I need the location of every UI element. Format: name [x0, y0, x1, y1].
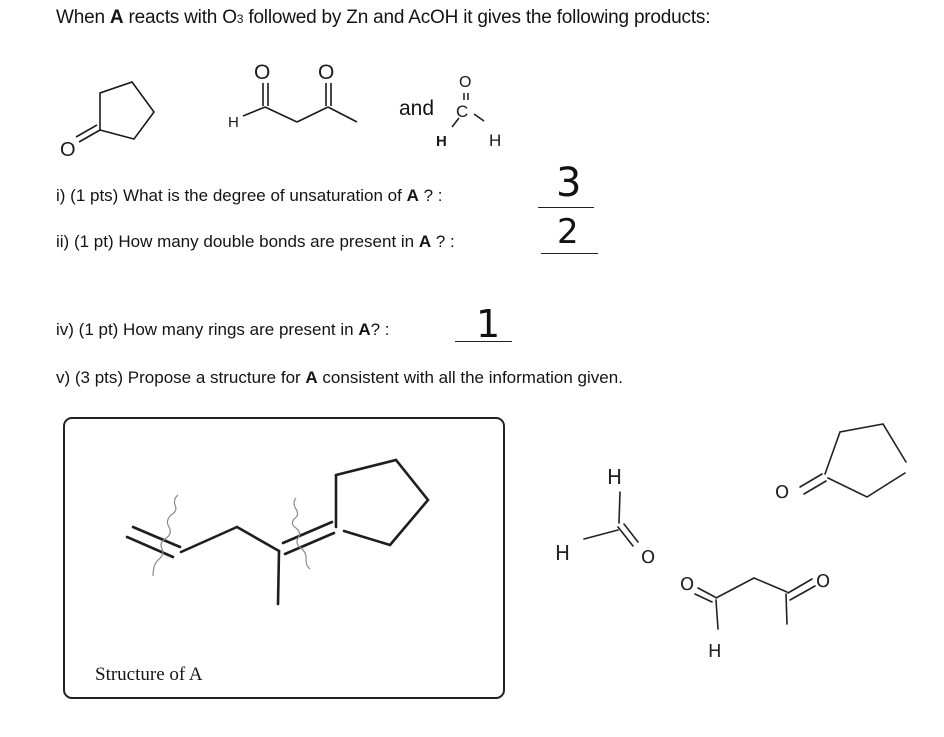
hw-formaldehyde-h-left: H: [555, 541, 570, 565]
hw-formaldehyde-o: O: [641, 547, 655, 568]
oxobutanal-skeleton: [242, 83, 358, 123]
cyclopentanone-structure: O H O O O C H H: [60, 61, 501, 161]
answer-iv[interactable]: 1: [476, 302, 501, 346]
formaldehyde-h2: H: [489, 131, 501, 150]
statement-suffix: followed by Zn and AcOH it gives the fol…: [243, 7, 711, 28]
answer-line-iv: [455, 341, 512, 342]
structure-box-label: Structure of A: [95, 664, 203, 685]
question-iv-bold: A: [358, 320, 371, 339]
question-ii-suffix: ? :: [431, 232, 455, 251]
bond-cut-marks: [152, 494, 311, 577]
answer-i[interactable]: 3: [556, 160, 582, 206]
question-iv-suffix: ? :: [370, 320, 390, 339]
question-i: i) (1 pts) What is the degree of unsatur…: [56, 186, 442, 206]
cyclopentanone-oxygen: O: [60, 139, 76, 161]
structure-skeleton: [125, 458, 430, 606]
question-ii: ii) (1 pt) How many double bonds are pre…: [56, 232, 455, 252]
conjunction-and: and: [399, 97, 435, 120]
question-i-suffix: ? :: [418, 186, 443, 205]
answer-line-i: [538, 207, 594, 208]
answer-line-ii: [541, 253, 598, 254]
hw-cyclopentanone-o: O: [775, 482, 789, 503]
hw-formaldehyde-h-top: H: [607, 465, 622, 489]
hw-oxobutanal-o2: O: [816, 571, 830, 592]
structure-answer-box[interactable]: [63, 417, 505, 699]
handwritten-atoms: H H O O O O H: [555, 465, 830, 662]
formaldehyde-o: O: [459, 74, 471, 91]
problem-statement: When A reacts with O3 followed by Zn and…: [56, 7, 710, 29]
oxobutanal-o1: O: [254, 61, 270, 84]
formaldehyde-c: C: [456, 102, 468, 121]
statement-middle: reacts with O: [123, 7, 237, 28]
hw-oxobutanal-o1: O: [680, 574, 694, 595]
ozone-subscript: 3: [236, 12, 244, 26]
handwritten-bonds: [583, 423, 907, 630]
question-i-bold: A: [406, 186, 419, 205]
question-v-suffix: consistent with all the information give…: [317, 368, 623, 387]
question-v-bold: A: [305, 368, 318, 387]
question-iv: iv) (1 pt) How many rings are present in…: [56, 320, 390, 340]
question-iv-text: iv) (1 pt) How many rings are present in: [56, 320, 359, 339]
oxobutanal-o2: O: [318, 61, 334, 84]
question-i-text: i) (1 pts) What is the degree of unsatur…: [56, 186, 407, 205]
question-v: v) (3 pts) Propose a structure for A con…: [56, 368, 623, 388]
answer-ii[interactable]: 2: [557, 212, 579, 252]
question-v-text: v) (3 pts) Propose a structure for: [56, 368, 306, 387]
cyclopentanone-ring: [75, 81, 155, 143]
formaldehyde-h1: H: [436, 133, 447, 150]
question-ii-text: ii) (1 pt) How many double bonds are pre…: [56, 232, 419, 251]
question-ii-bold: A: [418, 232, 432, 251]
statement-prefix: When: [56, 7, 110, 28]
compound-label: A: [109, 7, 124, 28]
formaldehyde-bonds: [451, 93, 485, 128]
oxobutanal-h: H: [228, 114, 239, 131]
hw-oxobutanal-h: H: [708, 641, 722, 662]
